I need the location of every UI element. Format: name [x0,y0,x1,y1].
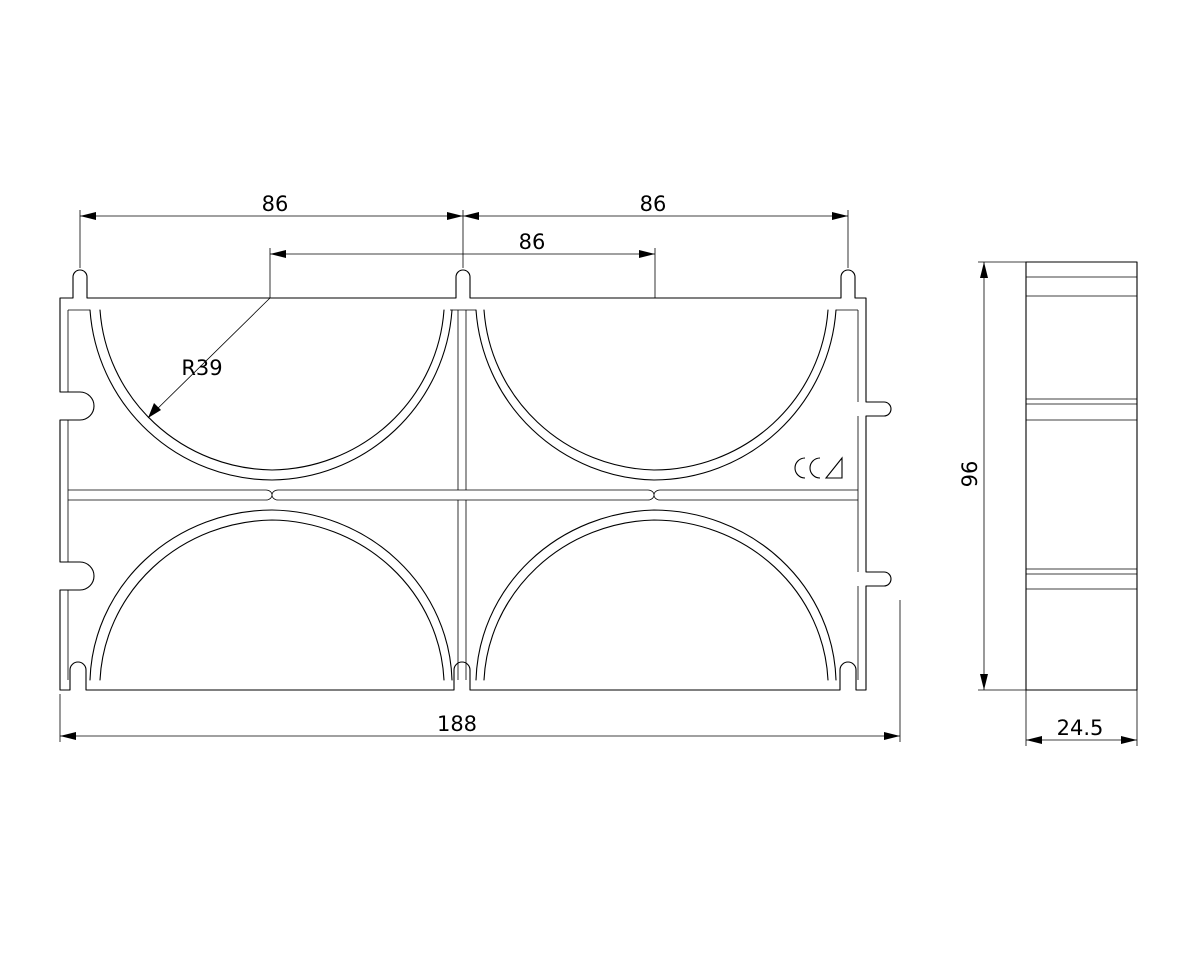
cradle-upper-right-outer [475,309,837,481]
front-view [59,269,892,691]
mid-rib [68,489,858,501]
cradle-lower-left-outer [89,509,453,681]
side-dimensions: 96 24.5 [958,261,1138,746]
cca-logo [794,456,843,479]
front-dimensions: 86 86 86 R39 188 [59,192,901,742]
dim-pitch-top-left: 86 [262,192,289,216]
inner-frame [67,309,859,680]
dim-side-height: 96 [958,461,982,488]
outer-contour [59,269,892,691]
dim-pitch-center: 86 [519,230,546,254]
side-view [1025,261,1138,691]
cradle-upper-left-inner [99,309,445,471]
cradle-lower-left-inner [99,519,445,681]
dim-overall-width: 188 [437,712,477,736]
cradle-upper-left-outer [89,309,453,481]
center-rib [457,310,467,680]
cradle-lower-right-outer [475,509,837,681]
cradle-upper-right-inner [483,309,829,471]
dim-radius: R39 [181,356,222,380]
dim-pitch-top-right: 86 [640,192,667,216]
cradle-lower-right-inner [483,519,829,681]
dim-side-depth: 24.5 [1057,716,1104,740]
